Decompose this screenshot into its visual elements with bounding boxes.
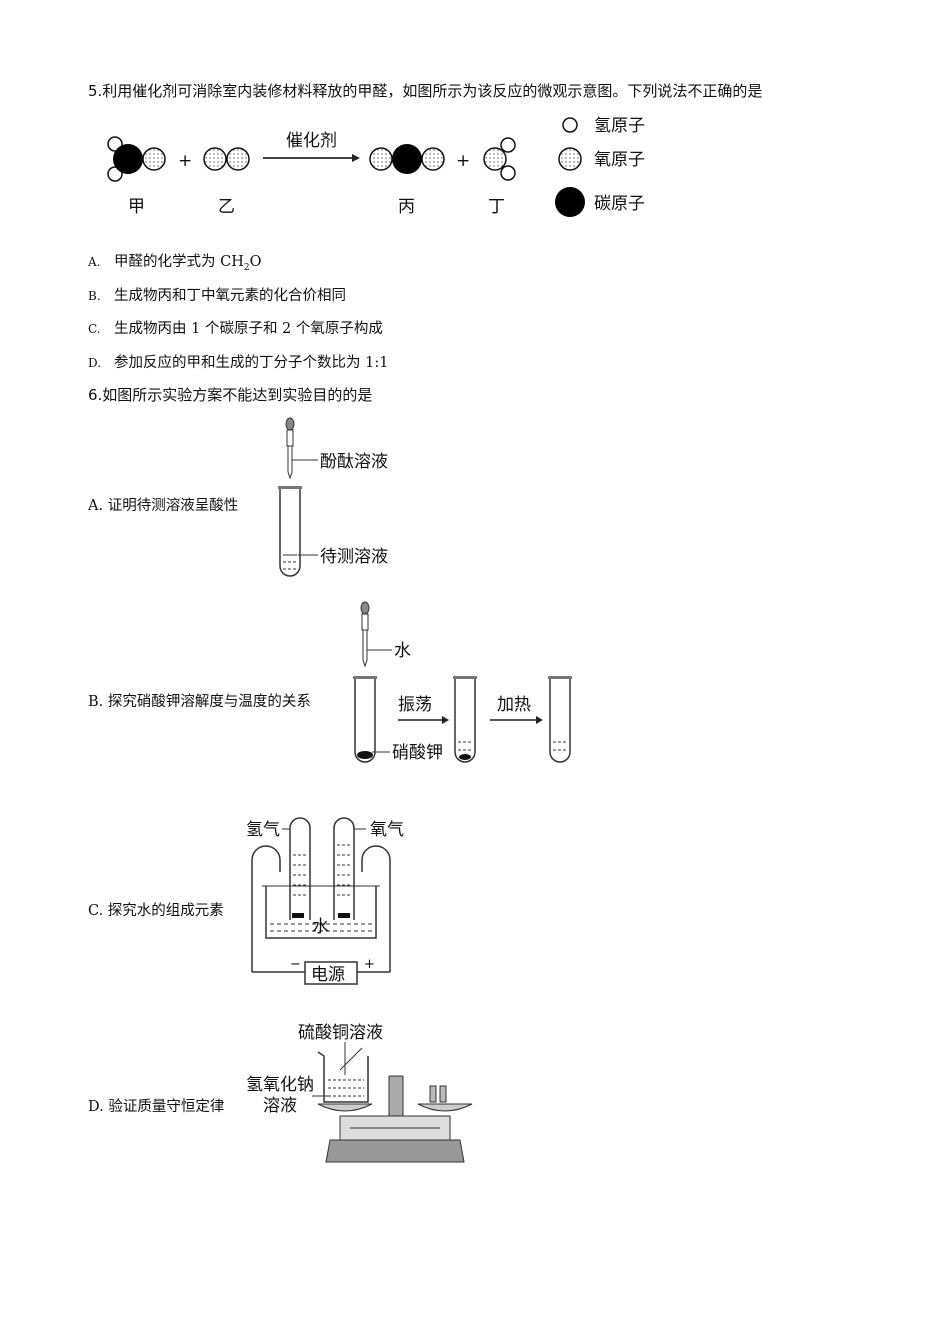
diagram-label: 水 xyxy=(394,641,411,661)
diagram-label: 待测溶液 xyxy=(320,547,388,567)
diagram-label: 氧气 xyxy=(370,820,404,840)
question-6-stem: 6.如图所示实验方案不能达到实验目的的是 xyxy=(88,386,373,404)
diagram-label: 丙 xyxy=(398,197,415,217)
q6-option-a[interactable]: A. 证明待测溶液呈酸性 xyxy=(88,498,239,514)
power-supply xyxy=(304,961,358,985)
diagram-label: 氧原子 xyxy=(594,150,645,170)
option-d[interactable]: D.参加反应的甲和生成的丁分子个数比为 1:1 xyxy=(88,355,389,371)
water-molecule xyxy=(483,137,516,181)
q6-option-d[interactable]: D. 验证质量守恒定律 xyxy=(88,1099,225,1115)
formaldehyde-molecule xyxy=(107,136,166,182)
diagram-label: 水 xyxy=(312,917,329,937)
diagram-d: 硫酸铜溶液 氢氧化钠 溶液 xyxy=(246,1023,473,1163)
diagram-label: 丁 xyxy=(488,197,505,217)
carbon-legend-icon xyxy=(555,187,585,217)
diagram-a: 酚酞溶液 待测溶液 xyxy=(278,417,388,577)
diagram-label: 碳原子 xyxy=(594,194,645,214)
diagram-b: 水 硝酸钾 振荡 加热 xyxy=(353,601,572,763)
plus-sign: + xyxy=(456,151,470,171)
oxygen-legend-icon xyxy=(558,147,582,171)
carbon-dioxide-molecule xyxy=(369,144,445,174)
catalyst-label: 催化剂 xyxy=(286,131,337,151)
diagram-label: 酚酞溶液 xyxy=(320,452,388,472)
option-c[interactable]: C.生成物丙由 1 个碳原子和 2 个氧原子构成 xyxy=(88,321,383,337)
diagram-label: 溶液 xyxy=(263,1096,297,1116)
hydrogen-legend-icon xyxy=(562,117,578,133)
diagram-label: 氢原子 xyxy=(594,116,645,136)
diagram-label: 氢氧化钠 xyxy=(246,1075,314,1095)
question-5-stem: 5.利用催化剂可消除室内装修材料释放的甲醛，如图所示为该反应的微观示意图。下列说… xyxy=(88,82,763,100)
diagram-label: − xyxy=(290,957,301,972)
diagram-c: 氢气 氧气 水 电源 − + xyxy=(246,817,404,985)
diagram-label: 加热 xyxy=(497,695,531,715)
option-b[interactable]: B.生成物丙和丁中氧元素的化合价相同 xyxy=(88,288,346,304)
diagram-label: 甲 xyxy=(128,197,145,217)
diagram-label: 乙 xyxy=(218,197,235,217)
diagram-label: 硝酸钾 xyxy=(392,743,443,763)
plus-sign: + xyxy=(178,151,192,171)
option-a[interactable]: A.甲醛的化学式为 CH2O xyxy=(88,254,262,273)
diagram-label: 硫酸铜溶液 xyxy=(298,1023,383,1043)
reaction-diagram: + 催化剂 + 甲 乙 丙 丁 氢原子 氧原子 碳原子 xyxy=(107,116,645,217)
diagram-label: + xyxy=(364,957,375,972)
q6-option-b[interactable]: B. 探究硝酸钾溶解度与温度的关系 xyxy=(88,694,311,710)
diagram-label: 电源 xyxy=(311,965,345,985)
q6-option-c[interactable]: C. 探究水的组成元素 xyxy=(88,903,224,919)
oxygen-molecule xyxy=(203,147,250,171)
diagram-label: 振荡 xyxy=(398,695,432,715)
diagram-label: 氢气 xyxy=(246,820,280,840)
